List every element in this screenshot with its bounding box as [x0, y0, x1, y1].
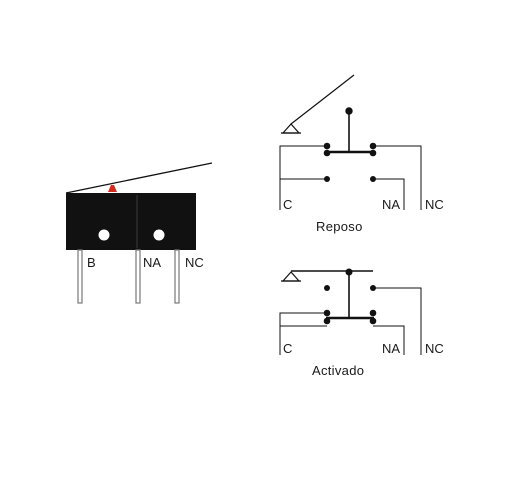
active-plunger-tip [345, 268, 353, 276]
pin-nc [174, 249, 180, 304]
switch-lever [65, 162, 213, 194]
rest-schematic [279, 74, 422, 210]
pin-na [135, 249, 141, 304]
pin-b [77, 249, 83, 304]
rest-label-nc: NC [425, 197, 444, 212]
mounting-hole-right [153, 229, 165, 241]
terminal-label-nc: NC [185, 255, 204, 270]
rest-wire-na [373, 178, 405, 210]
rest-label-c: C [283, 197, 293, 212]
rest-caption: Reposo [316, 219, 363, 234]
mounting-hole-left [98, 229, 110, 241]
microswitch-physical [65, 162, 213, 304]
active-wire-na [373, 325, 405, 355]
switch-body [66, 193, 196, 250]
active-caption: Activado [312, 363, 365, 378]
active-pivot-triangle [281, 271, 301, 282]
active-label-nc: NC [425, 341, 444, 356]
terminal-pins [77, 249, 180, 304]
rest-label-na: NA [382, 197, 401, 212]
active-label-na: NA [382, 341, 401, 356]
active-schematic [279, 268, 422, 355]
rest-contacts [323, 142, 377, 182]
rest-pivot-triangle [281, 123, 301, 134]
terminal-label-na: NA [143, 255, 162, 270]
actuator-roller [108, 185, 117, 192]
rest-wire-nc [373, 145, 422, 210]
rest-wire-c [279, 145, 327, 210]
terminal-label-b: B [87, 255, 96, 270]
rest-plunger-tip [345, 107, 353, 115]
active-wire-c [279, 312, 327, 355]
active-label-c: C [283, 341, 293, 356]
rest-lever [290, 74, 355, 125]
active-wire-nc [373, 287, 422, 355]
